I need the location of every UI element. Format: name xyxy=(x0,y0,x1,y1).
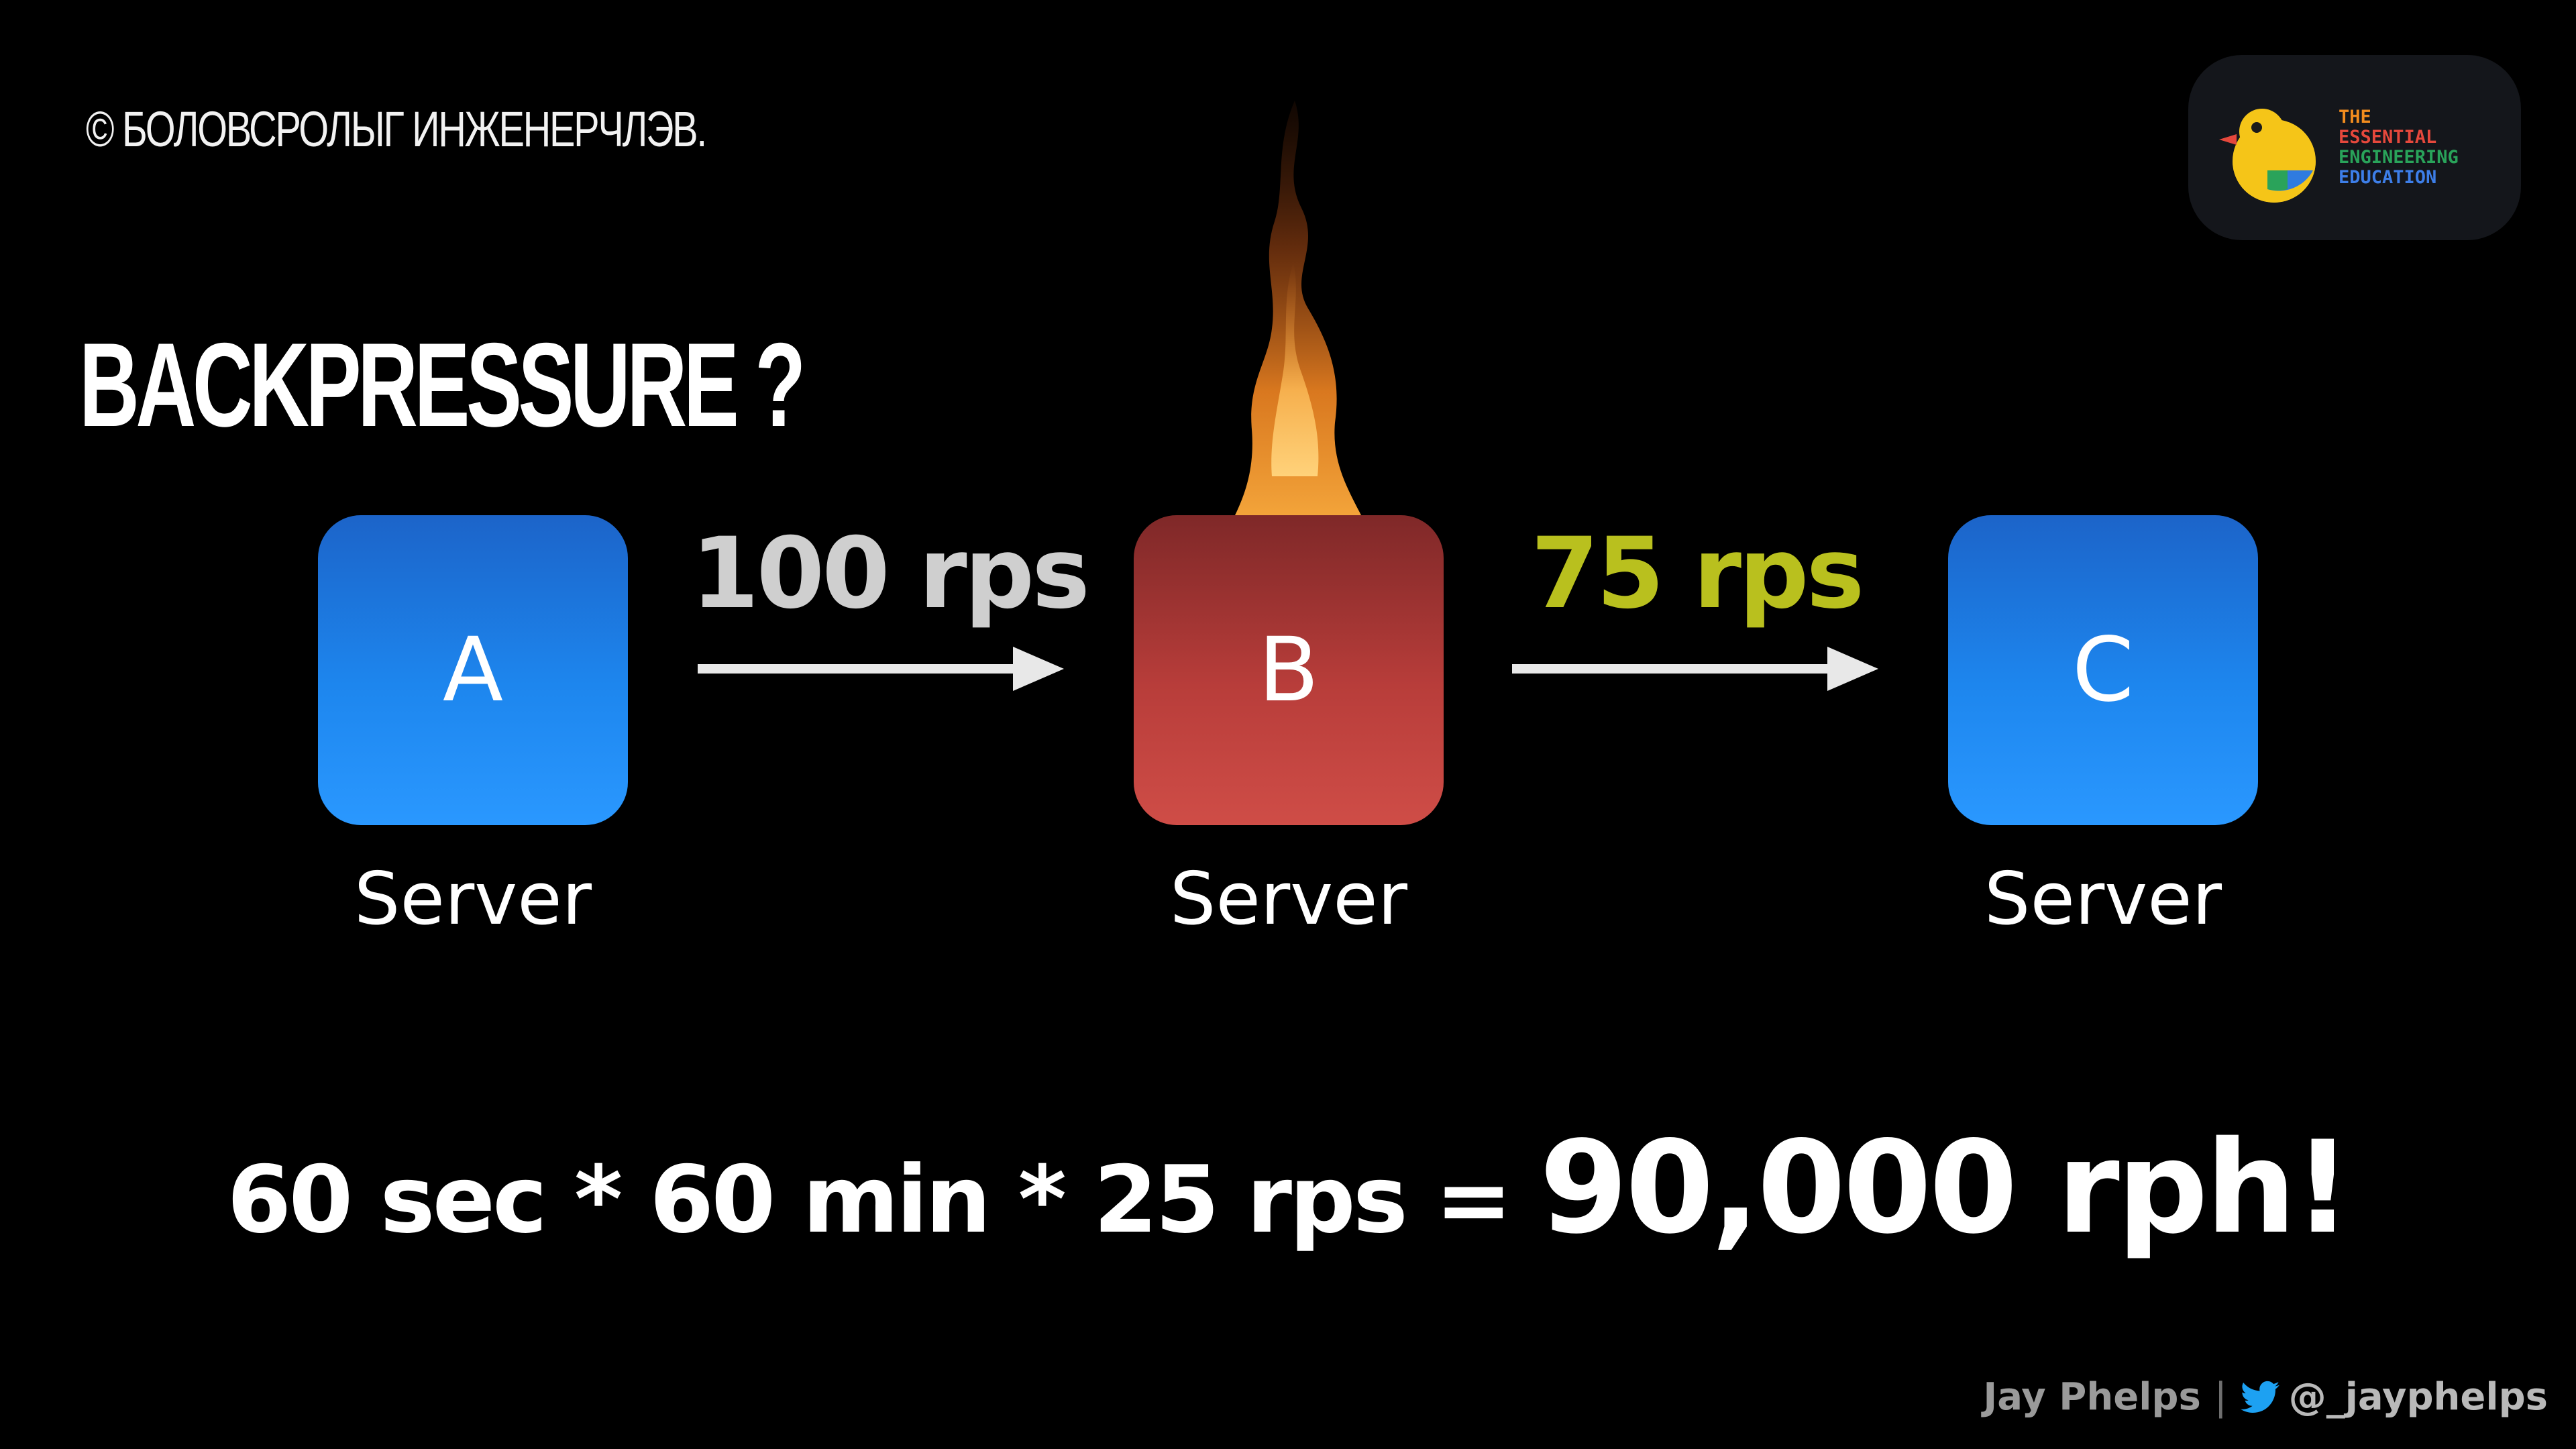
server-b-caption: Server xyxy=(1169,857,1408,941)
credit-separator: | xyxy=(2214,1375,2227,1419)
author-credit: Jay Phelps | @_jayphelps xyxy=(1983,1375,2548,1419)
server-a-letter: A xyxy=(442,619,504,722)
server-a-box: A xyxy=(318,515,628,825)
equation-result: 90,000 rph! xyxy=(1539,1114,2352,1262)
throughput-equation: 60 sec * 60 min * 25 rps = 90,000 rph! xyxy=(0,1114,2576,1262)
rate-a-to-b-label: 100 rps xyxy=(691,517,1090,631)
server-c-caption: Server xyxy=(1984,857,2222,941)
logo-line: ESSENTIAL xyxy=(2339,127,2437,148)
server-b-letter: B xyxy=(1258,619,1320,722)
copyright-text: © БОЛОВСРОЛЫГ ИНЖЕНЕРЧЛЭВ. xyxy=(86,101,707,157)
twitter-handle: @_jayphelps xyxy=(2288,1375,2548,1419)
brand-logo: THE ESSENTIAL ENGINEERING EDUCATION xyxy=(2188,55,2521,240)
rate-b-to-c-label: 75 rps xyxy=(1531,517,1864,631)
fire-icon xyxy=(1234,101,1362,517)
duck-icon xyxy=(2219,109,2316,203)
server-b-box: B xyxy=(1134,515,1444,825)
arrow-a-to-b-icon xyxy=(698,647,1064,691)
logo-line: THE xyxy=(2339,107,2371,127)
logo-line: ENGINEERING xyxy=(2339,147,2459,168)
server-c-letter: C xyxy=(2072,619,2135,722)
twitter-icon xyxy=(2240,1381,2279,1413)
server-c-box: C xyxy=(1948,515,2258,825)
server-a-caption: Server xyxy=(354,857,592,941)
logo-line: EDUCATION xyxy=(2339,167,2437,188)
logo-wordmark: THE ESSENTIAL ENGINEERING EDUCATION xyxy=(2339,107,2459,188)
author-name: Jay Phelps xyxy=(1983,1375,2201,1419)
slide-title: BACKPRESSURE ? xyxy=(79,318,806,451)
equation-expression: 60 sec * 60 min * 25 rps = xyxy=(227,1146,1540,1254)
arrow-b-to-c-icon xyxy=(1512,647,1878,691)
